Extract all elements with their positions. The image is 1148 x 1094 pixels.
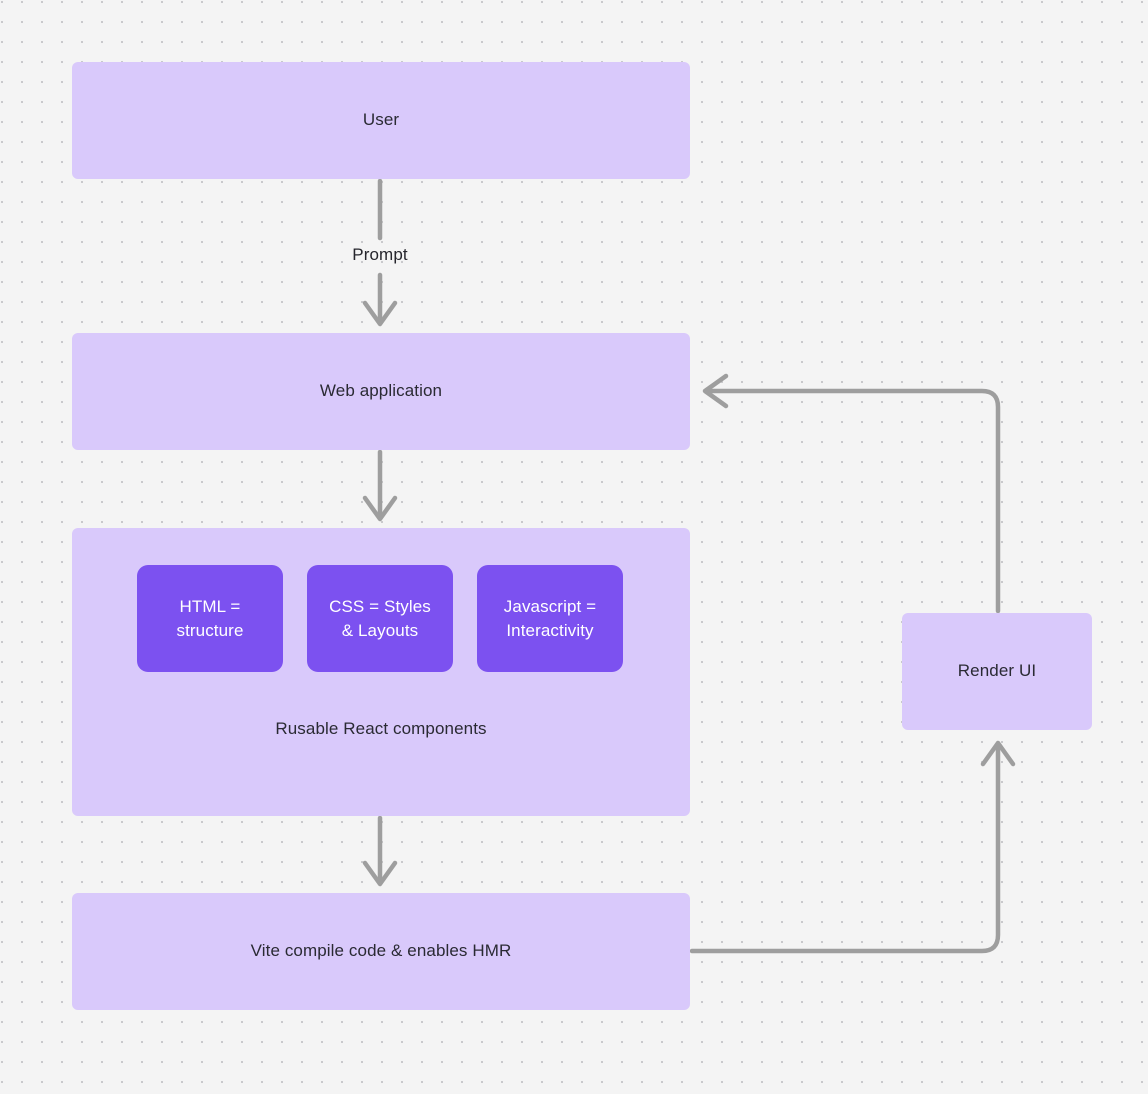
node-user-label: User	[362, 110, 400, 130]
chip-css-line1: CSS = Styles	[329, 597, 431, 617]
chip-javascript-line1: Javascript =	[503, 597, 597, 617]
node-user[interactable]: User	[72, 62, 690, 179]
edge-components-to-vite	[362, 815, 398, 887]
node-web-application-label: Web application	[319, 381, 443, 401]
chip-html-label: HTML = structure	[176, 595, 243, 642]
chip-css[interactable]: CSS = Styles & Layouts	[307, 565, 453, 672]
node-web-application[interactable]: Web application	[72, 333, 690, 450]
chip-css-line2: & Layouts	[341, 620, 419, 640]
node-react-components-group[interactable]: HTML = structure CSS = Styles & Layouts …	[72, 528, 690, 816]
chip-html-line1: HTML =	[179, 597, 241, 617]
chip-javascript[interactable]: Javascript = Interactivity	[477, 565, 623, 672]
edge-webapp-to-components	[362, 449, 398, 522]
node-render-ui-label: Render UI	[957, 661, 1037, 681]
chip-javascript-label: Javascript = Interactivity	[504, 595, 596, 642]
chip-javascript-line2: Interactivity	[506, 620, 594, 640]
chip-html-line2: structure	[176, 620, 244, 640]
chip-css-label: CSS = Styles & Layouts	[329, 595, 431, 642]
chip-html[interactable]: HTML = structure	[137, 565, 283, 672]
edge-vite-to-render	[689, 740, 1016, 954]
node-vite-compile[interactable]: Vite compile code & enables HMR	[72, 893, 690, 1010]
node-render-ui[interactable]: Render UI	[902, 613, 1092, 730]
node-vite-compile-label: Vite compile code & enables HMR	[250, 941, 512, 961]
edge-render-to-webapp	[702, 373, 1001, 614]
node-react-components-caption: Rusable React components	[275, 719, 487, 738]
edge-label-prompt: Prompt	[352, 245, 408, 264]
